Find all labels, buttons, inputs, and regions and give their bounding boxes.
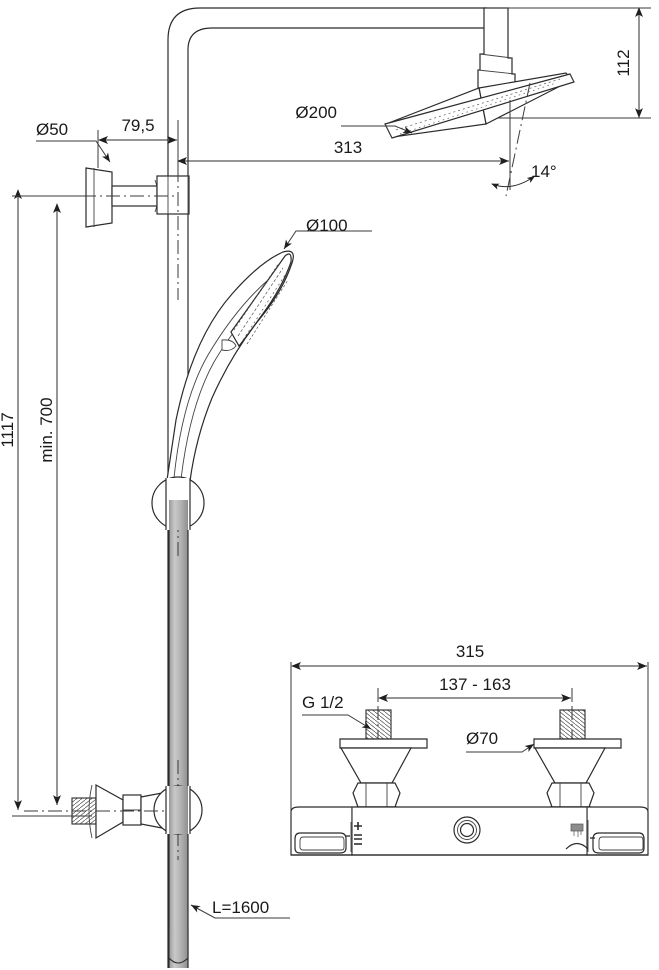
head-connector-rings xyxy=(477,53,516,75)
left-hex-nut-facets xyxy=(365,783,388,807)
dim-bracket-offset: 79,5 xyxy=(97,116,179,168)
g-half-leader xyxy=(302,714,372,730)
right-hex-nut-facets xyxy=(559,783,582,807)
dim-head-projection: 313 xyxy=(177,120,511,185)
right-escutcheon-cone xyxy=(533,747,607,784)
dim-total-height: 1117 xyxy=(0,189,92,817)
left-escutcheon-cone xyxy=(339,747,413,784)
arm-outer-profile xyxy=(167,7,487,968)
dia-50-label: Ø50 xyxy=(36,120,68,139)
overhead-shower-head xyxy=(384,7,575,139)
hose-length-label: L=1600 xyxy=(212,898,269,917)
left-hex-nut xyxy=(352,782,401,808)
riser-arm-assembly xyxy=(167,7,487,968)
riser-pipe-edges xyxy=(168,500,189,968)
mixer-body xyxy=(290,806,649,856)
shower-flow-icon xyxy=(565,820,595,852)
plus-minus-icon xyxy=(345,822,362,852)
angle-arc xyxy=(491,175,536,190)
mixer-body-separators xyxy=(351,807,588,855)
flow-handle[interactable] xyxy=(592,832,645,854)
left-escutcheon-top xyxy=(339,738,428,749)
slider-pipe-segment xyxy=(169,500,188,530)
right-hex-nut xyxy=(546,782,595,808)
dim-hose-length: L=1600 xyxy=(190,898,290,919)
dia-50-leader xyxy=(36,140,111,163)
temperature-handle[interactable] xyxy=(294,832,347,854)
dim-mixer-width: 315 xyxy=(290,642,649,812)
bracket-flange xyxy=(85,167,113,228)
dia-200-label: Ø200 xyxy=(295,103,337,122)
slider-holder xyxy=(151,476,205,530)
lower-wall-connector xyxy=(24,783,203,840)
hose-bottom-end xyxy=(168,930,189,964)
hand-shower-inner-line-1 xyxy=(173,279,269,479)
dim-min700-label: min. 700 xyxy=(37,397,56,462)
dia-100-leader xyxy=(283,230,372,250)
dim-137-label: 137 - 163 xyxy=(439,675,511,694)
connector-cone-rim xyxy=(88,784,93,839)
hose-segment-at-clamp xyxy=(169,786,188,834)
hose-clamp-slot-edges xyxy=(165,786,191,834)
hand-shower: Ø100 xyxy=(166,216,372,482)
dia-100-label: Ø100 xyxy=(306,216,348,235)
dia-70-leader xyxy=(466,743,535,753)
temperature-handle-inner xyxy=(299,836,345,851)
dim-112-label: 112 xyxy=(614,49,633,76)
mixer-outlet-ring-mid xyxy=(457,820,477,840)
arm-inner-profile xyxy=(187,27,487,500)
head-plate-edge-right xyxy=(569,73,575,83)
dim-head-diameter: Ø200 xyxy=(295,103,413,134)
dim-inlet-spacing: 137 - 163 xyxy=(377,675,573,720)
riser-pipe-fill xyxy=(169,500,188,968)
flow-handle-lever[interactable] xyxy=(592,832,645,854)
head-connector xyxy=(477,7,516,96)
g-half-label: G 1/2 xyxy=(302,693,344,712)
dim-315-label: 315 xyxy=(456,642,484,661)
dim-min-height: min. 700 xyxy=(37,203,61,805)
wall-inlet-bracket: Ø50 xyxy=(36,120,190,228)
hand-shower-nozzles xyxy=(233,262,289,345)
bracket-riser-collar xyxy=(156,175,190,215)
dim-1117-label: 1117 xyxy=(0,412,17,447)
dim-head-angle: 14° xyxy=(491,82,557,197)
hand-shower-grip-tab xyxy=(221,339,237,351)
mixer-outlet-ring-inner xyxy=(459,822,475,838)
hose-length-leader xyxy=(190,904,290,919)
dia-200-leader xyxy=(341,125,413,134)
thermostatic-mixer-assembly: 315 137 - 163 G 1/2 xyxy=(290,642,649,856)
head-spray-face xyxy=(395,78,561,131)
dim-795-label: 79,5 xyxy=(121,116,154,135)
dia-70-label: Ø70 xyxy=(466,729,498,748)
flow-handle-inner xyxy=(598,836,644,851)
dim-313-label: 313 xyxy=(334,138,362,157)
dim-14deg-label: 14° xyxy=(531,162,557,181)
right-escutcheon-top xyxy=(533,738,622,749)
slider-holder-slot-edges xyxy=(165,478,191,530)
bracket-collar-edges xyxy=(167,176,189,214)
